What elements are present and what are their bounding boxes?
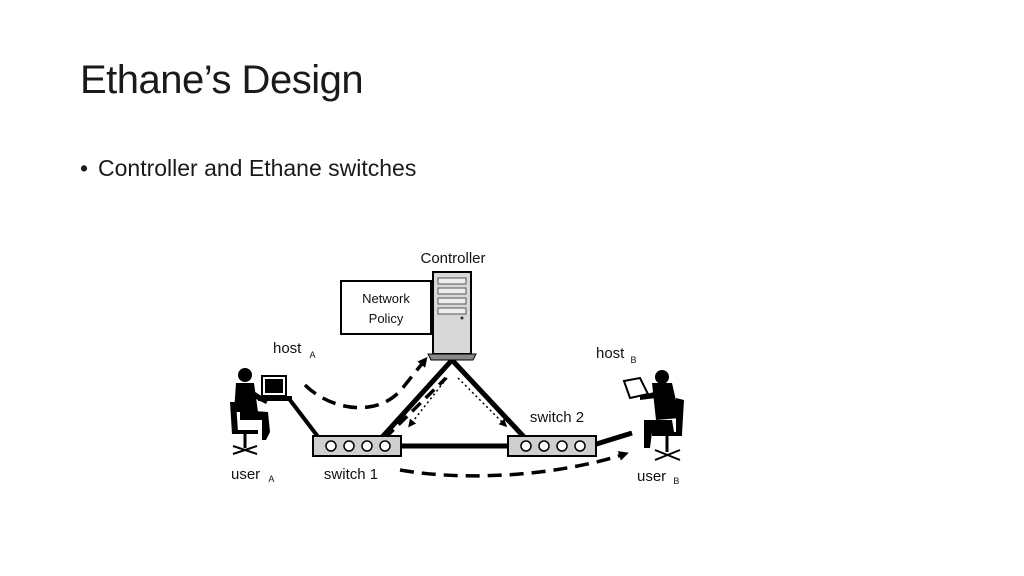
link-controller-switch2 — [450, 358, 527, 440]
user-b-subscript: B — [673, 476, 679, 486]
switch-2-icon: switch 2 — [507, 409, 597, 457]
user-a-subscript: A — [268, 474, 274, 484]
flow-switch1-to-userb — [399, 451, 629, 478]
user-a-text: user — [231, 466, 260, 483]
slide-title: Ethane’s Design — [80, 58, 364, 102]
flow-arrows — [303, 356, 629, 478]
controller-label: Controller — [420, 250, 485, 267]
user-b-text: user — [637, 468, 666, 485]
policy-label-line2: Policy — [369, 311, 404, 326]
bullet-list: • Controller and Ethane switches — [80, 155, 416, 182]
bullet-text: Controller and Ethane switches — [98, 155, 417, 181]
host-a-subscript: A — [310, 350, 316, 360]
user-a-person-icon — [230, 368, 292, 455]
host-b-label: host B — [596, 345, 637, 365]
user-a-label: user A — [231, 466, 274, 484]
policy-label-line1: Network — [362, 291, 410, 306]
host-b-subscript: B — [631, 355, 637, 365]
host-b-text: host — [596, 345, 625, 362]
flow-controller-to-switch2-dotted — [457, 377, 508, 428]
host-a-label: host A — [273, 340, 316, 360]
switch-1-label: switch 1 — [324, 466, 378, 483]
bullet-item: • Controller and Ethane switches — [80, 155, 416, 182]
switch-2-label: switch 2 — [530, 409, 584, 426]
user-b-label: user B — [637, 468, 679, 486]
flow-switch1-up-to-controller — [383, 376, 448, 440]
network-policy-box: Network Policy — [340, 280, 432, 335]
network-links — [288, 358, 633, 449]
user-b-person-icon — [622, 370, 684, 461]
bullet-symbol: • — [80, 155, 89, 181]
link-switch1-controller — [373, 358, 454, 447]
switch-1-icon: switch 1 — [312, 435, 402, 483]
controller-server-icon: Controller — [420, 250, 486, 361]
host-a-text: host — [273, 340, 302, 357]
flow-hosta-to-controller — [303, 356, 428, 410]
